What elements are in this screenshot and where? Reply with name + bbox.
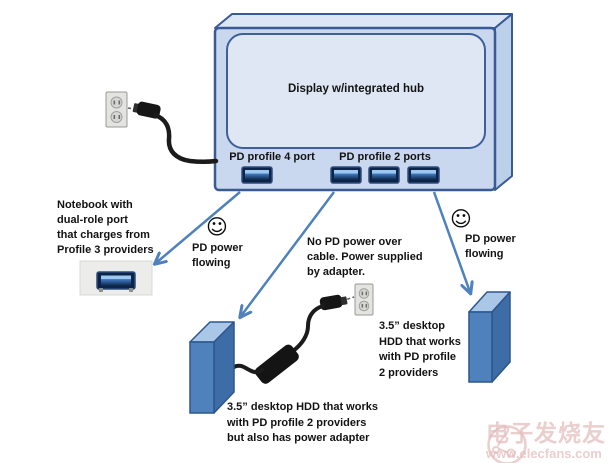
hdd-right-note: 3.5” desktop HDD that works with PD prof… xyxy=(379,320,461,379)
smiley-icon: ☺ xyxy=(450,207,472,231)
cable-adapter-to-plug xyxy=(291,304,325,353)
hdd-right-front-face xyxy=(468,311,493,383)
power-plug-middle xyxy=(319,294,348,311)
wall-outlet-middle xyxy=(354,283,374,316)
hdd-bottom-front-face xyxy=(189,341,215,414)
elecfans-logo-icon xyxy=(487,425,527,463)
watermark-site-url: www.elecfans.com xyxy=(486,446,602,461)
arrow-to-hdd-bottom xyxy=(241,191,335,316)
hdd-right-box xyxy=(468,291,511,383)
hdd-bottom-note: 3.5” desktop HDD that works with PD prof… xyxy=(227,401,378,444)
power-cable-display xyxy=(152,112,219,164)
display-side-face xyxy=(494,13,513,191)
display-box xyxy=(213,13,513,192)
usb-port-profile2-c xyxy=(407,166,440,184)
notebook-port-image xyxy=(79,260,153,296)
watermark: 电子发烧友 www.elecfans.com xyxy=(486,420,606,463)
smiley-icon: ☺ xyxy=(206,215,228,239)
pd-flow-left-label: PD power flowing xyxy=(192,242,243,269)
port-profile2-label: PD profile 2 ports xyxy=(339,151,431,163)
arrow-to-notebook xyxy=(156,191,241,263)
arrow-to-hdd-right xyxy=(432,191,470,292)
adapter-note: No PD power over cable. Power supplied b… xyxy=(307,236,423,278)
usb-port-profile2-a xyxy=(330,166,362,184)
pd-flow-right-label: PD power flowing xyxy=(465,233,516,260)
notebook-note: Notebook with dual-role port that charge… xyxy=(57,199,154,256)
display-top-face xyxy=(214,13,513,29)
wall-outlet-left xyxy=(105,91,128,128)
usb-port-profile2-b xyxy=(368,166,400,184)
usb-port-profile4 xyxy=(241,166,273,184)
display-screen xyxy=(226,33,486,149)
power-adapter-brick xyxy=(254,344,299,384)
watermark-site-name: 电子发烧友 xyxy=(486,420,606,446)
display-label: Display w/integrated hub xyxy=(287,83,425,95)
port-profile4-label: PD profile 4 port xyxy=(229,151,315,163)
hdd-bottom-box xyxy=(189,321,235,414)
